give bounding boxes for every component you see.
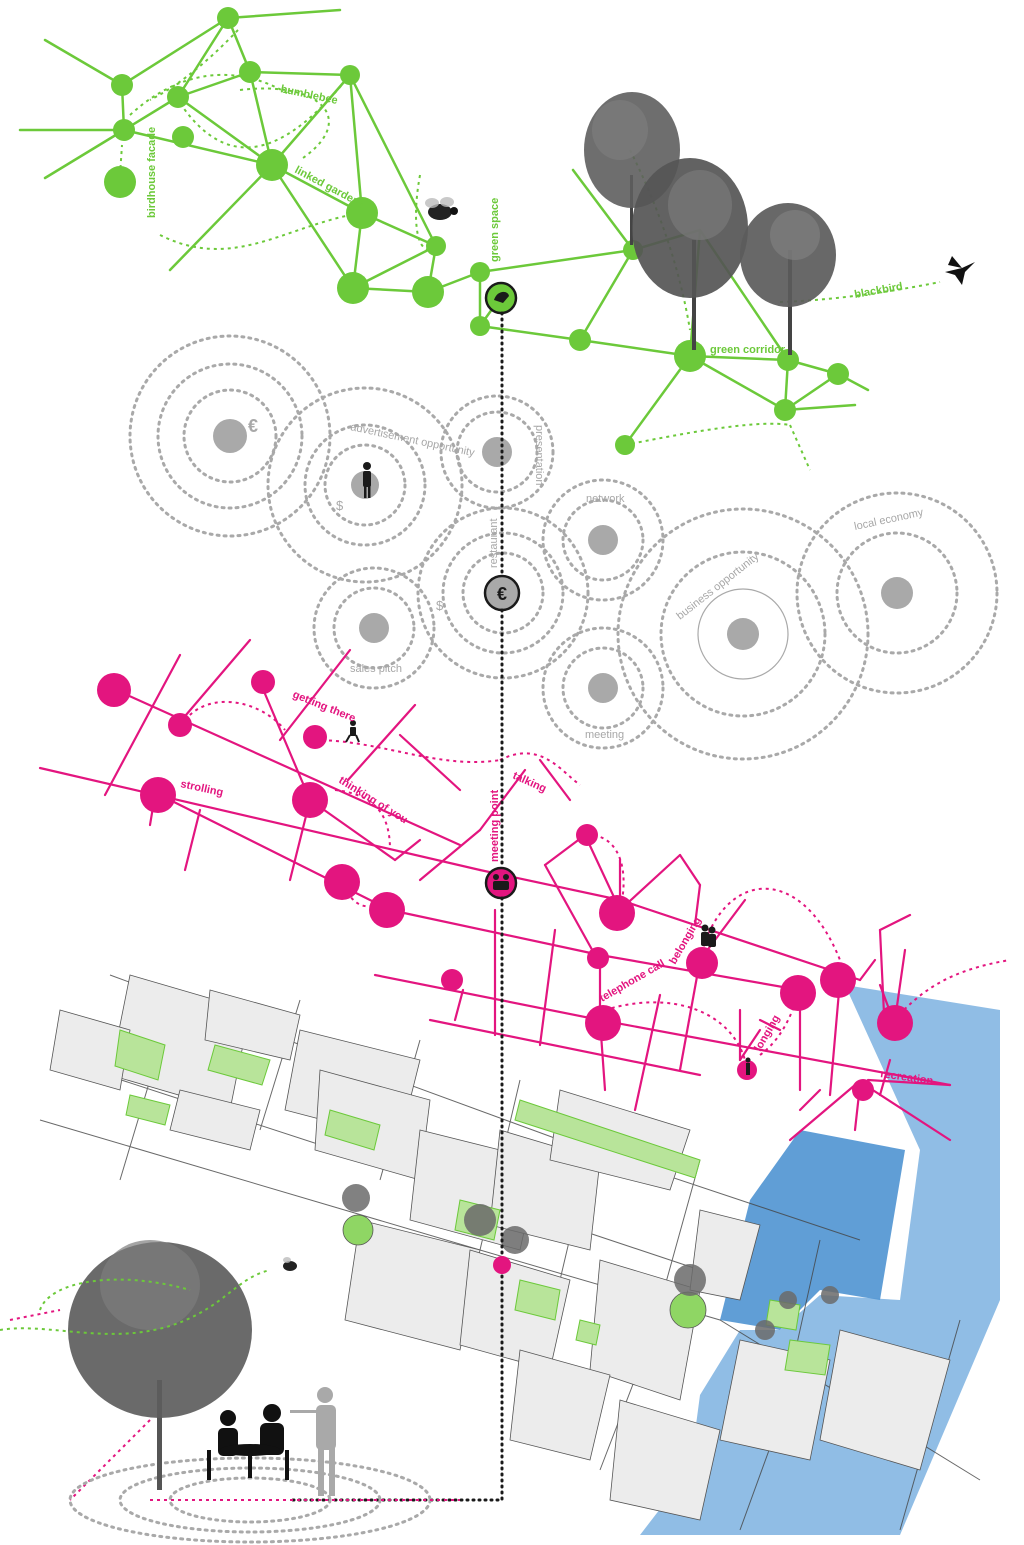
green-node — [569, 329, 591, 351]
green-node — [470, 262, 490, 282]
roundabout — [343, 1215, 373, 1245]
green-space-marker — [486, 283, 516, 313]
couple-icon — [701, 925, 716, 948]
label-local-economy: local economy — [853, 506, 925, 532]
economy-node — [727, 618, 759, 650]
green-node — [256, 149, 288, 181]
person-icon — [746, 1058, 751, 1076]
social-node — [441, 969, 463, 991]
euro-icon: € — [485, 576, 519, 610]
social-node — [852, 1079, 874, 1101]
green-node — [239, 61, 261, 83]
social-node — [585, 1005, 621, 1041]
roundabout — [670, 1292, 706, 1328]
social-node — [168, 713, 192, 737]
social-node — [251, 670, 275, 694]
economy-rings — [130, 336, 997, 759]
label-strolling: strolling — [179, 778, 224, 799]
label-talking: talking — [511, 770, 548, 795]
green-node — [340, 65, 360, 85]
social-node — [292, 782, 328, 818]
dollar-symbol: $ — [436, 598, 444, 613]
green-node — [615, 435, 635, 455]
euro-symbol: € — [248, 416, 258, 436]
label-sales-pitch: sales pitch — [350, 663, 402, 675]
tree-icon — [632, 158, 748, 350]
label-network: network — [586, 493, 625, 505]
label-getting-there: getting there — [291, 689, 357, 725]
green-node — [217, 7, 239, 29]
green-node — [104, 166, 136, 198]
social-node — [97, 673, 131, 707]
label-green-corridor: green corridor — [710, 344, 786, 356]
social-node — [686, 947, 718, 979]
social-node — [576, 824, 598, 846]
label-blackbird: blackbird — [853, 281, 903, 301]
green-node — [111, 74, 133, 96]
bird-icon — [945, 256, 975, 285]
social-node — [303, 725, 327, 749]
site-marker — [493, 1256, 511, 1274]
economy-layer: € € $ $ advertisement opportunity presen… — [130, 336, 997, 759]
social-node — [599, 895, 635, 931]
social-node — [780, 975, 816, 1011]
economy-node — [213, 419, 247, 453]
tree-icon — [740, 203, 836, 355]
economy-node — [881, 577, 913, 609]
social-node — [324, 864, 360, 900]
social-node — [140, 777, 176, 813]
label-presentation: presentation — [533, 425, 545, 486]
green-node — [827, 363, 849, 385]
green-node — [774, 399, 796, 421]
economy-node — [482, 437, 512, 467]
bee-icon — [283, 1257, 297, 1271]
green-node — [337, 272, 369, 304]
label-bumblebee: bumblebee — [279, 83, 338, 107]
label-birdhouse-facade: birdhouse facade — [146, 127, 158, 218]
label-linked-gardens: linked gardens — [293, 164, 367, 211]
label-restaurant: restaurant — [488, 518, 500, 568]
social-node — [369, 892, 405, 928]
green-node — [470, 316, 490, 336]
economy-node — [588, 673, 618, 703]
label-thinking-of-you: thinking of you — [336, 774, 409, 826]
label-telephone-call: telephone call — [598, 958, 668, 1005]
label-advertisement-opportunity: advertisement opportunity — [349, 421, 476, 459]
dollar-symbol: $ — [336, 498, 344, 513]
green-node — [426, 236, 446, 256]
label-green-space: green space — [489, 198, 501, 262]
ecology-layer: bumblebee birdhouse facade linked garden… — [20, 7, 975, 470]
label-meeting: meeting — [585, 729, 624, 741]
bee-icon — [425, 197, 458, 220]
green-node — [113, 119, 135, 141]
economy-node — [359, 613, 389, 643]
social-node — [877, 1005, 913, 1041]
social-node — [820, 962, 856, 998]
green-node — [167, 86, 189, 108]
label-business-opportunity: business opportunity — [674, 550, 761, 622]
green-node — [412, 276, 444, 308]
social-node — [587, 947, 609, 969]
economy-node — [588, 525, 618, 555]
green-node — [674, 340, 706, 372]
green-node — [172, 126, 194, 148]
people-meeting-icon — [486, 868, 516, 898]
waiter-icon — [290, 1387, 336, 1496]
svg-text:€: € — [497, 584, 507, 604]
label-meeting-point: meeting point — [489, 790, 501, 862]
